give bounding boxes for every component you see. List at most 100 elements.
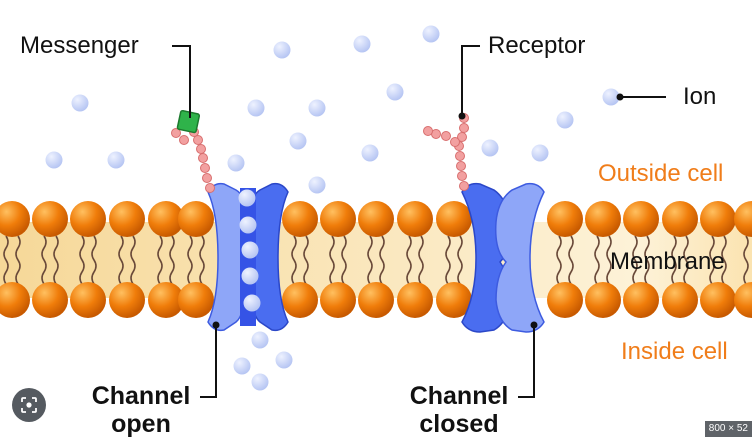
lipid-tail xyxy=(632,235,638,285)
inside-cell-label: Inside cell xyxy=(621,338,728,365)
ion-particle xyxy=(273,41,291,59)
lipid-tail xyxy=(721,235,727,285)
phospholipid-head xyxy=(282,201,318,237)
phospholipid-heads-outer xyxy=(0,201,752,237)
ion-particle xyxy=(308,176,326,194)
channel-open-leader xyxy=(200,325,217,398)
ion-particle xyxy=(531,144,549,162)
ion-particle xyxy=(556,111,574,129)
phospholipid-head xyxy=(734,201,752,237)
lipid-tail xyxy=(606,235,612,285)
lipid-tail xyxy=(568,235,574,285)
receptor-bead xyxy=(459,123,469,133)
channel-closed-label: Channel closed xyxy=(400,384,518,437)
ion-label: Ion xyxy=(683,83,717,110)
phospholipid-head xyxy=(109,201,145,237)
lipid-tail xyxy=(709,235,715,285)
lipid-tail xyxy=(743,235,749,285)
lipid-tail xyxy=(15,235,21,285)
closed-channel xyxy=(461,182,545,333)
phospholipid-head xyxy=(436,201,472,237)
phospholipid-head xyxy=(70,282,106,318)
phospholipid-head xyxy=(397,201,433,237)
phospholipid-heads-inner xyxy=(0,282,752,318)
phospholipid-head xyxy=(282,282,318,318)
ion-particle xyxy=(602,88,620,106)
ion-particle xyxy=(275,351,293,369)
ion-particle xyxy=(239,216,257,234)
phospholipid-head xyxy=(358,282,394,318)
phospholipid-head xyxy=(585,201,621,237)
phospholipid-head xyxy=(32,282,68,318)
lipid-tail xyxy=(644,235,650,285)
lipid-tail xyxy=(53,235,59,285)
receptor-bead xyxy=(198,153,208,163)
phospholipid-head xyxy=(148,201,184,237)
ion-particle xyxy=(251,331,269,349)
ion-particle xyxy=(71,94,89,112)
leader-lines xyxy=(172,45,666,398)
messenger-label: Messenger xyxy=(20,32,139,59)
phospholipid-head xyxy=(436,282,472,318)
receptor-bead xyxy=(205,183,215,193)
ion-particle xyxy=(107,151,125,169)
ion-particle xyxy=(481,139,499,157)
ion-particle xyxy=(289,132,307,150)
channel-closed-label-line2: closed xyxy=(419,410,499,438)
receptor-bead xyxy=(441,131,451,141)
outside-cell-label: Outside cell xyxy=(598,160,724,187)
messenger-molecule xyxy=(176,109,201,134)
lipid-tail xyxy=(683,235,689,285)
messenger-leader xyxy=(172,45,191,118)
phospholipid-head xyxy=(700,201,736,237)
ion-particle xyxy=(241,267,259,285)
ion-leader-dot xyxy=(616,93,624,101)
phospholipid-head xyxy=(662,282,698,318)
phospholipid-head xyxy=(178,282,214,318)
phospholipid-head xyxy=(70,201,106,237)
lipid-tail xyxy=(445,235,451,285)
receptor-bead xyxy=(179,135,189,145)
receptor-bead xyxy=(459,181,469,191)
receptor-bead xyxy=(171,128,181,138)
lipid-tail xyxy=(187,235,193,285)
channel-closed-leader-dot xyxy=(530,321,538,329)
receptor-bead xyxy=(202,173,212,183)
phospholipid-head xyxy=(0,201,30,237)
lipid-tail xyxy=(556,235,562,285)
ions xyxy=(45,25,620,391)
phospholipid-head xyxy=(148,282,184,318)
ion-particle xyxy=(243,294,261,312)
lipid-tail xyxy=(291,235,297,285)
ion-particle xyxy=(422,25,440,43)
lipid-tail xyxy=(169,235,175,285)
phospholipid-head xyxy=(547,201,583,237)
lens-button[interactable] xyxy=(12,388,46,422)
receptor-leader-dot xyxy=(458,112,466,120)
lipid-tail xyxy=(594,235,600,285)
phospholipid-head xyxy=(623,201,659,237)
phospholipid-head xyxy=(547,282,583,318)
receptor-bead xyxy=(456,161,466,171)
channel-open-label-line1: Channel xyxy=(91,382,191,410)
size-badge: 800 × 52 xyxy=(704,421,752,437)
ion-particle xyxy=(227,154,245,172)
phospholipid-head xyxy=(734,282,752,318)
phospholipid-head xyxy=(320,201,356,237)
lipid-tail xyxy=(341,235,347,285)
receptor-bead xyxy=(200,163,210,173)
receptor-bead xyxy=(457,171,467,181)
lipid-tail xyxy=(3,235,9,285)
phospholipid-head xyxy=(32,201,68,237)
receptor-leader xyxy=(461,45,480,114)
ion-particle xyxy=(308,99,326,117)
ion-particle xyxy=(45,151,63,169)
ion-particle xyxy=(361,144,379,162)
lipid-tail xyxy=(671,235,677,285)
phospholipid-head xyxy=(109,282,145,318)
ion-particle xyxy=(353,35,371,53)
ion-particle xyxy=(386,83,404,101)
phospholipid-head xyxy=(397,282,433,318)
